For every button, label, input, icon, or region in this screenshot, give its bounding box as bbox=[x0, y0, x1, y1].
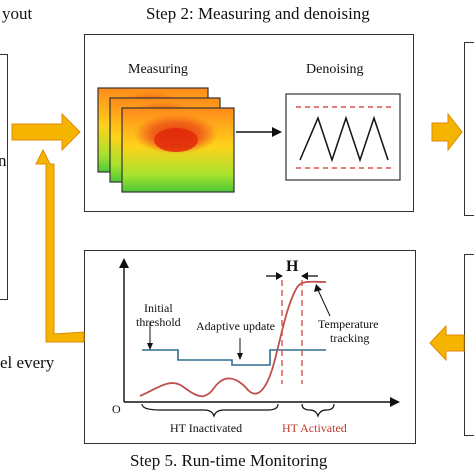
ht-activated-brace bbox=[301, 403, 335, 418]
measuring-label: Measuring bbox=[128, 62, 188, 77]
origin-label: O bbox=[112, 402, 121, 416]
left-top-fragment: yout bbox=[2, 4, 33, 23]
heatmap-stack-icon bbox=[97, 87, 235, 193]
threshold-line bbox=[142, 349, 326, 366]
h-label: H bbox=[286, 258, 299, 275]
left-mid-fragment: n bbox=[0, 151, 7, 170]
initial-threshold-line1: Initial bbox=[144, 301, 173, 315]
arrow-out-step2-icon bbox=[431, 112, 463, 152]
right-panel-top-partial bbox=[464, 42, 474, 216]
denoise-box-icon bbox=[285, 93, 401, 181]
arrow-into-step2-icon bbox=[11, 112, 81, 152]
left-panel-partial bbox=[0, 54, 8, 300]
adaptive-update-label: Adaptive update bbox=[196, 319, 275, 333]
feedback-arrow-icon bbox=[35, 148, 85, 343]
arrow-into-step5-icon bbox=[429, 324, 465, 362]
temperature-tracking-line2: tracking bbox=[330, 331, 370, 345]
denoising-label: Denoising bbox=[306, 62, 364, 77]
ht-inactivated-label: HT Inactivated bbox=[170, 421, 243, 435]
left-bottom-fragment: el every bbox=[0, 353, 55, 372]
step2-title: Step 2: Measuring and denoising bbox=[146, 4, 370, 23]
measure-to-denoise-arrow-icon bbox=[236, 127, 282, 137]
initial-threshold-line2: threshold bbox=[136, 315, 181, 329]
step5-panel bbox=[84, 250, 416, 444]
temperature-tracking-line1: Temperature bbox=[318, 317, 379, 331]
monitoring-chart bbox=[119, 258, 400, 418]
temperature-curve bbox=[139, 280, 327, 398]
ht-inactivated-brace bbox=[141, 403, 279, 418]
step5-title: Step 5. Run-time Monitoring bbox=[130, 451, 328, 470]
ht-activated-label: HT Activated bbox=[282, 421, 347, 435]
